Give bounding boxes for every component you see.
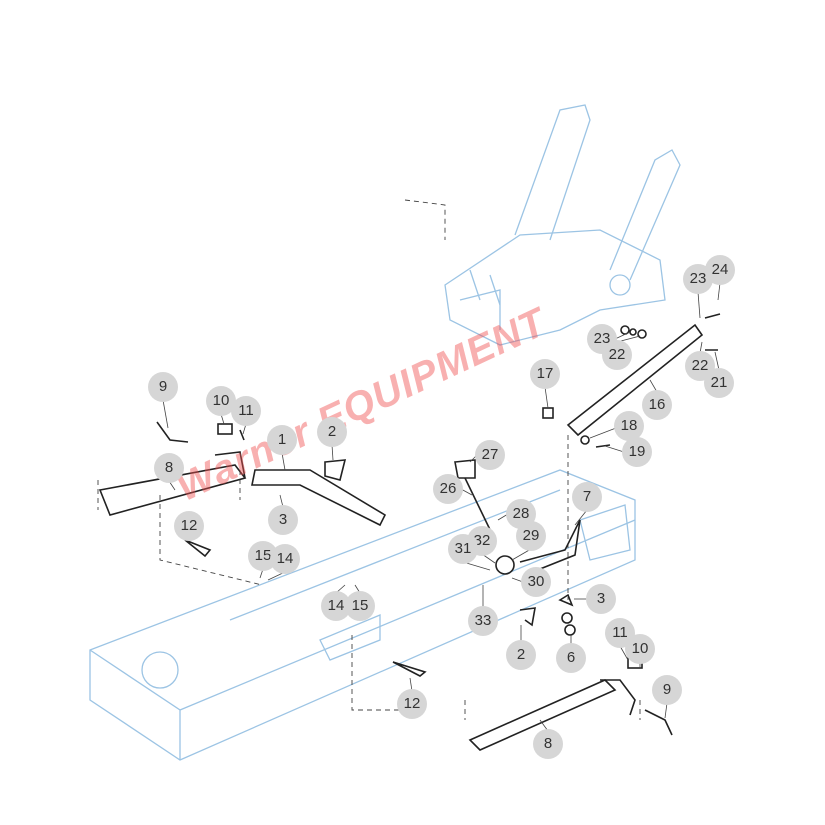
callout-6[interactable]: 6 [556, 643, 586, 673]
callout-11[interactable]: 11 [231, 396, 261, 426]
part-lift-rod-right [468, 679, 617, 751]
callout-18[interactable]: 18 [614, 411, 644, 441]
part-pin-9b [644, 709, 673, 736]
part-lever-1 [251, 469, 387, 527]
callout-12b[interactable]: 12 [397, 689, 427, 719]
callout-19[interactable]: 19 [622, 437, 652, 467]
part-spring-10 [217, 423, 233, 435]
part-pin-17 [542, 407, 554, 419]
part-29 [495, 555, 515, 575]
part-12b [392, 661, 427, 677]
callout-8b[interactable]: 8 [533, 729, 563, 759]
callout-8[interactable]: 8 [154, 453, 184, 483]
callout-12[interactable]: 12 [174, 511, 204, 541]
leader-lines [162, 282, 721, 732]
parts [98, 313, 721, 751]
callout-22[interactable]: 22 [602, 340, 632, 370]
part-link-16 [566, 323, 704, 437]
callout-21[interactable]: 21 [704, 368, 734, 398]
callout-2[interactable]: 2 [317, 417, 347, 447]
part-2 [324, 459, 347, 481]
callout-2b[interactable]: 2 [506, 640, 536, 670]
callout-14b[interactable]: 14 [321, 591, 351, 621]
callout-24[interactable]: 24 [705, 255, 735, 285]
callout-3[interactable]: 3 [268, 505, 298, 535]
callout-33[interactable]: 33 [468, 606, 498, 636]
hitch-assembly [444, 104, 681, 346]
part-knob-27 [454, 459, 476, 479]
guide-lines [97, 199, 641, 720]
callout-10b[interactable]: 10 [625, 634, 655, 664]
callout-15b[interactable]: 15 [345, 591, 375, 621]
callout-31[interactable]: 31 [448, 534, 478, 564]
callout-7[interactable]: 7 [572, 482, 602, 512]
callout-30[interactable]: 30 [521, 567, 551, 597]
callout-16[interactable]: 16 [642, 390, 672, 420]
part-pin-9 [156, 421, 189, 443]
part-12 [184, 539, 212, 558]
callout-9[interactable]: 9 [148, 372, 178, 402]
callout-3b[interactable]: 3 [586, 584, 616, 614]
callout-1[interactable]: 1 [267, 425, 297, 455]
callout-14[interactable]: 14 [270, 544, 300, 574]
callout-17[interactable]: 17 [530, 359, 560, 389]
callout-10[interactable]: 10 [206, 386, 236, 416]
part-lever-7 [519, 519, 581, 576]
part-2b [519, 607, 536, 627]
callout-27[interactable]: 27 [475, 440, 505, 470]
callout-26[interactable]: 26 [433, 474, 463, 504]
callout-9b[interactable]: 9 [652, 675, 682, 705]
callout-29[interactable]: 29 [516, 521, 546, 551]
